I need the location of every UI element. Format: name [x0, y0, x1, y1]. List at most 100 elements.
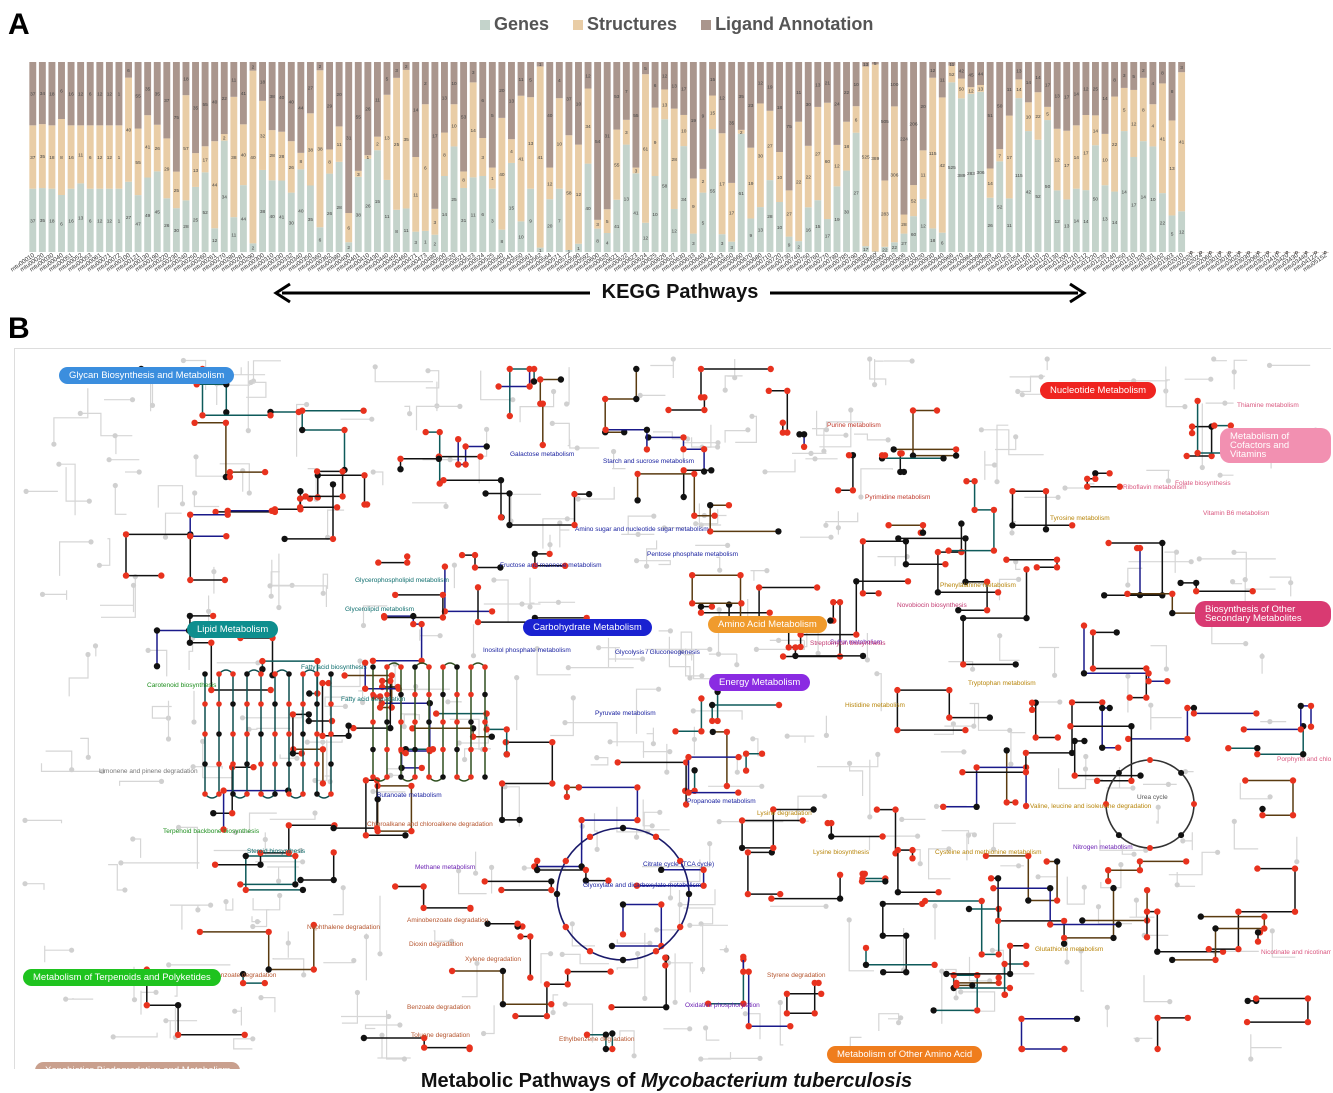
bar-value-label: 34 — [585, 124, 591, 130]
pathway-label: Nitrogen metabolism — [1073, 844, 1133, 851]
bar-value-label: 9 — [788, 242, 791, 248]
bar-value-label: 60 — [911, 232, 917, 238]
bar-value-label: 44 — [241, 217, 247, 223]
bar-value-label: 12 — [1131, 121, 1137, 127]
bar-value-label: 1 — [118, 92, 121, 98]
bar-value-label: 13 — [78, 216, 84, 222]
bar-value-label: 21 — [825, 80, 831, 86]
bar-value-label: 5 — [1123, 108, 1126, 114]
bar-value-label: 12 — [547, 181, 553, 187]
bar-value-label: 51 — [987, 113, 993, 119]
pathway-label: Benzoate degradation — [407, 1004, 471, 1011]
bar-value-label: 10 — [853, 82, 859, 88]
pathway-label: Carotenoid biosynthesis — [147, 682, 217, 689]
bar-value-label: 10 — [777, 225, 783, 231]
bar-value-label: 42 — [959, 68, 965, 74]
bar-value-label: 14 — [1074, 92, 1080, 98]
bar-value-label: 389 — [871, 156, 879, 162]
bar-value-label: 11 — [78, 152, 83, 158]
bar-value-label: 25 — [1093, 87, 1099, 93]
pathway-label: Xylene degradation — [465, 956, 521, 963]
bar-value-label: 11 — [231, 77, 236, 83]
pathway-label: Glycerolipid metabolism — [345, 606, 414, 613]
bar-value-label: 18 — [844, 144, 850, 150]
bar-value-label: 2 — [347, 245, 350, 251]
bar-value-label: 12 — [672, 228, 678, 234]
bar-value-label: 14 — [1074, 155, 1080, 161]
bar-value-label: 15 — [375, 199, 381, 205]
bar-value-label: 283 — [967, 171, 975, 177]
legend-swatch-ligand-annotation — [701, 20, 711, 30]
bar-value-label: 18 — [49, 92, 55, 98]
pathway-label: Inositol phosphate metabolism — [483, 647, 571, 654]
pathway-label: Limonene and pinene degradation — [99, 768, 198, 775]
bar-value-label: 12 — [97, 218, 103, 224]
bar-value-label: 5 — [606, 219, 609, 225]
bar-value-label: 13 — [1102, 217, 1108, 223]
bar-value-label: 10 — [1150, 197, 1156, 203]
bar-value-label: 55 — [356, 114, 362, 120]
bar-value-label: 55 — [710, 189, 716, 195]
bar-value-label: 8 — [300, 159, 303, 165]
bar-value-label: 30 — [844, 209, 850, 215]
bar-value-label: 12 — [97, 92, 103, 98]
bar-value-label: 53 — [614, 94, 620, 100]
bar-value-label: 40 — [212, 100, 218, 106]
pathway-label: Tyrosine metabolism — [1050, 515, 1110, 522]
pathway-label: Fructose and mannose metabolism — [500, 562, 602, 569]
bar-value-label: 12 — [930, 68, 936, 74]
bar-value-label: 50 — [997, 104, 1003, 110]
bar-value-label: 13 — [442, 95, 448, 101]
bar-value-label: 14 — [1141, 195, 1147, 201]
bar-value-label: 3 — [635, 168, 638, 174]
pathway-label: Butanoate metabolism — [377, 792, 442, 799]
bar-value-label: 12 — [662, 74, 668, 80]
bar-value-label: 31 — [461, 218, 467, 224]
bar-value-label: 19 — [834, 217, 840, 223]
pathway-label: Riboflavin metabolism — [1123, 484, 1187, 491]
legend-label-genes: Genes — [494, 14, 549, 35]
bar-value-label: 37 — [30, 155, 36, 161]
bar-value-label: 13 — [528, 141, 534, 147]
bar-value-label: 26 — [289, 165, 295, 171]
bar-value-label: 2 — [740, 130, 743, 136]
bar-value-label: 4 — [558, 78, 561, 84]
bar-value-label: 52 — [997, 205, 1003, 211]
bar-value-label: 28 — [183, 224, 189, 230]
bar-value-label: 8 — [462, 178, 465, 184]
bar-value-label: 3 — [395, 68, 398, 74]
bar-value-label: 2 — [434, 241, 437, 247]
pathway-label: Oxidative phosphorylation — [685, 1002, 760, 1009]
bar-value-label: 22 — [1112, 142, 1118, 148]
bar-value-label: 10 — [1102, 158, 1108, 164]
bar-value-label: 29 — [327, 104, 333, 110]
chart-legend: Genes Structures Ligand Annotation — [480, 14, 873, 35]
bar-value-label: 3 — [472, 70, 475, 76]
pathway-label: Streptomycin biosynthesis — [810, 640, 886, 647]
bar-value-label: 2 — [1142, 68, 1145, 74]
bar-value-label: 3 — [730, 245, 733, 251]
bar-value-label: 50 — [959, 86, 965, 92]
bar-value-label: 26 — [155, 146, 161, 152]
bar-value-label: 10 — [451, 123, 457, 129]
bar-value-label: 12 — [920, 223, 926, 229]
bar-value-label: 3 — [596, 222, 599, 228]
bar-value-label: 55 — [135, 93, 141, 99]
bar-value-label: 14 — [1102, 96, 1108, 102]
bar-value-label: 16 — [68, 155, 74, 161]
bar-value-label: 22 — [806, 175, 812, 181]
metabolic-map: Purine metabolismPyrimidine metabolismCi… — [14, 348, 1331, 1069]
bar-value-label: 6 — [654, 83, 657, 89]
bar-value-label: 42 — [1026, 190, 1032, 196]
bar-value-label: 11 — [949, 62, 954, 68]
bar-value-label: 17 — [719, 182, 725, 188]
bar-value-label: 11 — [413, 192, 418, 198]
bar-value-label: 14 — [1035, 75, 1041, 81]
bar-value-label: 11 — [385, 214, 390, 220]
bar-value-label: 16 — [68, 92, 74, 98]
bar-value-label: 17 — [1131, 203, 1137, 209]
stacked-bar-chart: 373737mtu00010353534mtu00020181818mtu000… — [0, 60, 1333, 275]
bar-value-label: 34 — [222, 194, 228, 200]
bar-value-label: 28 — [767, 214, 773, 220]
legend-label-ligand-annotation: Ligand Annotation — [715, 14, 873, 35]
